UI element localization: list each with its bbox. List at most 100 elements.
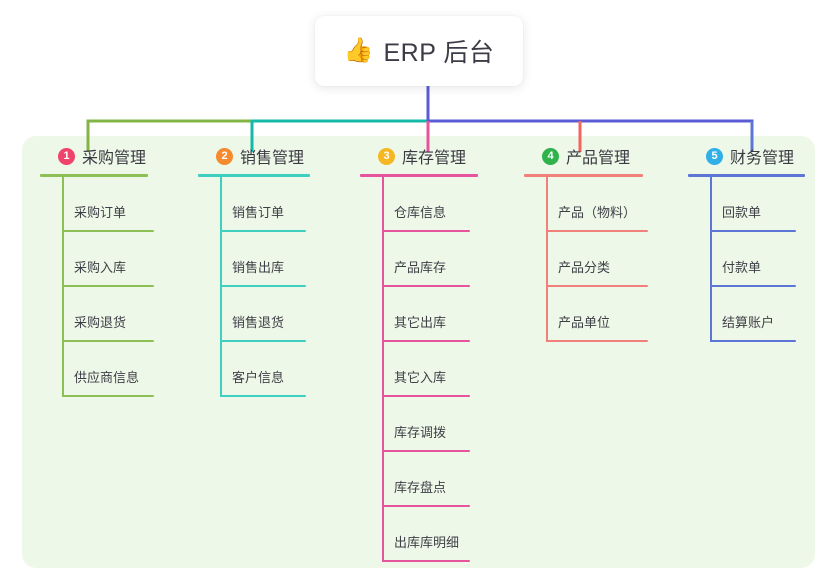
leaf-item-rule (382, 450, 470, 452)
leaf-item-rule (220, 285, 306, 287)
leaf-item[interactable]: 结算账户 (688, 287, 828, 342)
leaf-item[interactable]: 仓库信息 (360, 177, 520, 232)
branch-trunk-line (62, 177, 64, 397)
leaf-item-label: 付款单 (722, 260, 762, 275)
branch-column-5: 5 财务管理回款单付款单结算账户 (688, 144, 828, 342)
leaf-item-label: 产品（物料） (558, 205, 637, 220)
leaf-item[interactable]: 出库库明细 (360, 507, 520, 562)
leaf-item-rule (546, 340, 648, 342)
leaf-item-rule (382, 285, 470, 287)
leaf-item-label: 其它出库 (394, 315, 447, 330)
leaf-item-label: 产品库存 (394, 260, 447, 275)
leaf-item[interactable]: 销售出库 (198, 232, 348, 287)
leaf-item[interactable]: 其它出库 (360, 287, 520, 342)
leaf-item-label: 产品分类 (558, 260, 611, 275)
leaf-item[interactable]: 回款单 (688, 177, 828, 232)
leaf-item-label: 结算账户 (722, 315, 775, 330)
leaf-item-label: 仓库信息 (394, 205, 447, 220)
leaf-item-label: 采购订单 (74, 205, 127, 220)
leaf-item-rule (220, 340, 306, 342)
branch-title: 产品管理 (566, 150, 631, 167)
branch-column-1: 1 采购管理采购订单采购入库采购退货供应商信息 (40, 144, 190, 397)
leaf-item-rule (710, 285, 796, 287)
branch-number-badge: 2 (216, 147, 233, 165)
leaf-item-rule (62, 395, 154, 397)
leaf-item-label: 销售退货 (232, 315, 285, 330)
leaf-item-rule (546, 230, 648, 232)
leaf-item-rule (382, 340, 470, 342)
thumbs-up-icon: 👍 (343, 37, 374, 64)
branch-header-4[interactable]: 4 产品管理 (524, 144, 684, 168)
leaf-item-rule (382, 395, 470, 397)
root-node[interactable]: 👍 ERP 后台 (315, 16, 523, 86)
leaf-item-label: 供应商信息 (74, 370, 140, 385)
leaf-item-label: 回款单 (722, 205, 762, 220)
leaf-item-label: 客户信息 (232, 370, 285, 385)
leaf-item-label: 库存盘点 (394, 480, 447, 495)
branch-leaf-list: 回款单付款单结算账户 (688, 177, 828, 342)
branch-number-badge: 5 (706, 147, 723, 165)
branch-leaf-list: 产品（物料） 产品分类产品单位 (524, 177, 684, 342)
leaf-item-rule (710, 230, 796, 232)
branch-number-badge: 4 (542, 147, 559, 165)
branch-header-rule (688, 174, 805, 177)
branch-column-4: 4 产品管理产品（物料） 产品分类产品单位 (524, 144, 684, 342)
branch-title: 采购管理 (82, 150, 147, 167)
leaf-item[interactable]: 采购订单 (40, 177, 190, 232)
leaf-item-rule (62, 340, 154, 342)
leaf-item-label: 采购退货 (74, 315, 127, 330)
branch-trunk-line (710, 177, 712, 342)
leaf-item[interactable]: 产品单位 (524, 287, 684, 342)
branch-header-1[interactable]: 1 采购管理 (40, 144, 190, 168)
branch-column-3: 3 库存管理仓库信息产品库存其它出库其它入库库存调拨库存盘点出库库明细 (360, 144, 520, 562)
branch-header-rule (198, 174, 310, 177)
branch-title: 销售管理 (240, 150, 305, 167)
leaf-item[interactable]: 客户信息 (198, 342, 348, 397)
branch-header-2[interactable]: 2 销售管理 (198, 144, 348, 168)
leaf-item[interactable]: 产品分类 (524, 232, 684, 287)
leaf-item[interactable]: 产品库存 (360, 232, 520, 287)
leaf-item-label: 销售出库 (232, 260, 285, 275)
branch-header-rule (524, 174, 643, 177)
leaf-item-rule (382, 230, 470, 232)
leaf-item-rule (220, 230, 306, 232)
root-node-label: ERP 后台 (383, 39, 495, 67)
branch-leaf-list: 仓库信息产品库存其它出库其它入库库存调拨库存盘点出库库明细 (360, 177, 520, 562)
branch-header-3[interactable]: 3 库存管理 (360, 144, 520, 168)
leaf-item-label: 出库库明细 (394, 535, 460, 550)
branch-column-2: 2 销售管理销售订单销售出库销售退货客户信息 (198, 144, 348, 397)
leaf-item-label: 销售订单 (232, 205, 285, 220)
branch-header-rule (360, 174, 478, 177)
leaf-item[interactable]: 销售订单 (198, 177, 348, 232)
branch-header-5[interactable]: 5 财务管理 (688, 144, 828, 168)
leaf-item-label: 库存调拨 (394, 425, 447, 440)
leaf-item-rule (382, 505, 470, 507)
leaf-item[interactable]: 采购退货 (40, 287, 190, 342)
leaf-item-rule (62, 230, 154, 232)
diagram-background-panel (22, 136, 815, 568)
branch-header-rule (40, 174, 148, 177)
branch-leaf-list: 采购订单采购入库采购退货供应商信息 (40, 177, 190, 397)
leaf-item-label: 产品单位 (558, 315, 611, 330)
branch-trunk-line (220, 177, 222, 397)
leaf-item-label: 其它入库 (394, 370, 447, 385)
branch-title: 财务管理 (730, 150, 795, 167)
leaf-item[interactable]: 其它入库 (360, 342, 520, 397)
leaf-item[interactable]: 库存盘点 (360, 452, 520, 507)
branch-number-badge: 1 (58, 147, 75, 165)
leaf-item[interactable]: 供应商信息 (40, 342, 190, 397)
leaf-item-rule (382, 560, 470, 562)
leaf-item-rule (220, 395, 306, 397)
leaf-item[interactable]: 采购入库 (40, 232, 190, 287)
leaf-item-rule (62, 285, 154, 287)
branch-title: 库存管理 (402, 150, 467, 167)
leaf-item[interactable]: 销售退货 (198, 287, 348, 342)
branch-trunk-line (382, 177, 384, 562)
branch-trunk-line (546, 177, 548, 342)
leaf-item[interactable]: 库存调拨 (360, 397, 520, 452)
leaf-item-rule (710, 340, 796, 342)
branch-number-badge: 3 (378, 147, 395, 165)
leaf-item[interactable]: 产品（物料） (524, 177, 684, 232)
branch-leaf-list: 销售订单销售出库销售退货客户信息 (198, 177, 348, 397)
leaf-item[interactable]: 付款单 (688, 232, 828, 287)
